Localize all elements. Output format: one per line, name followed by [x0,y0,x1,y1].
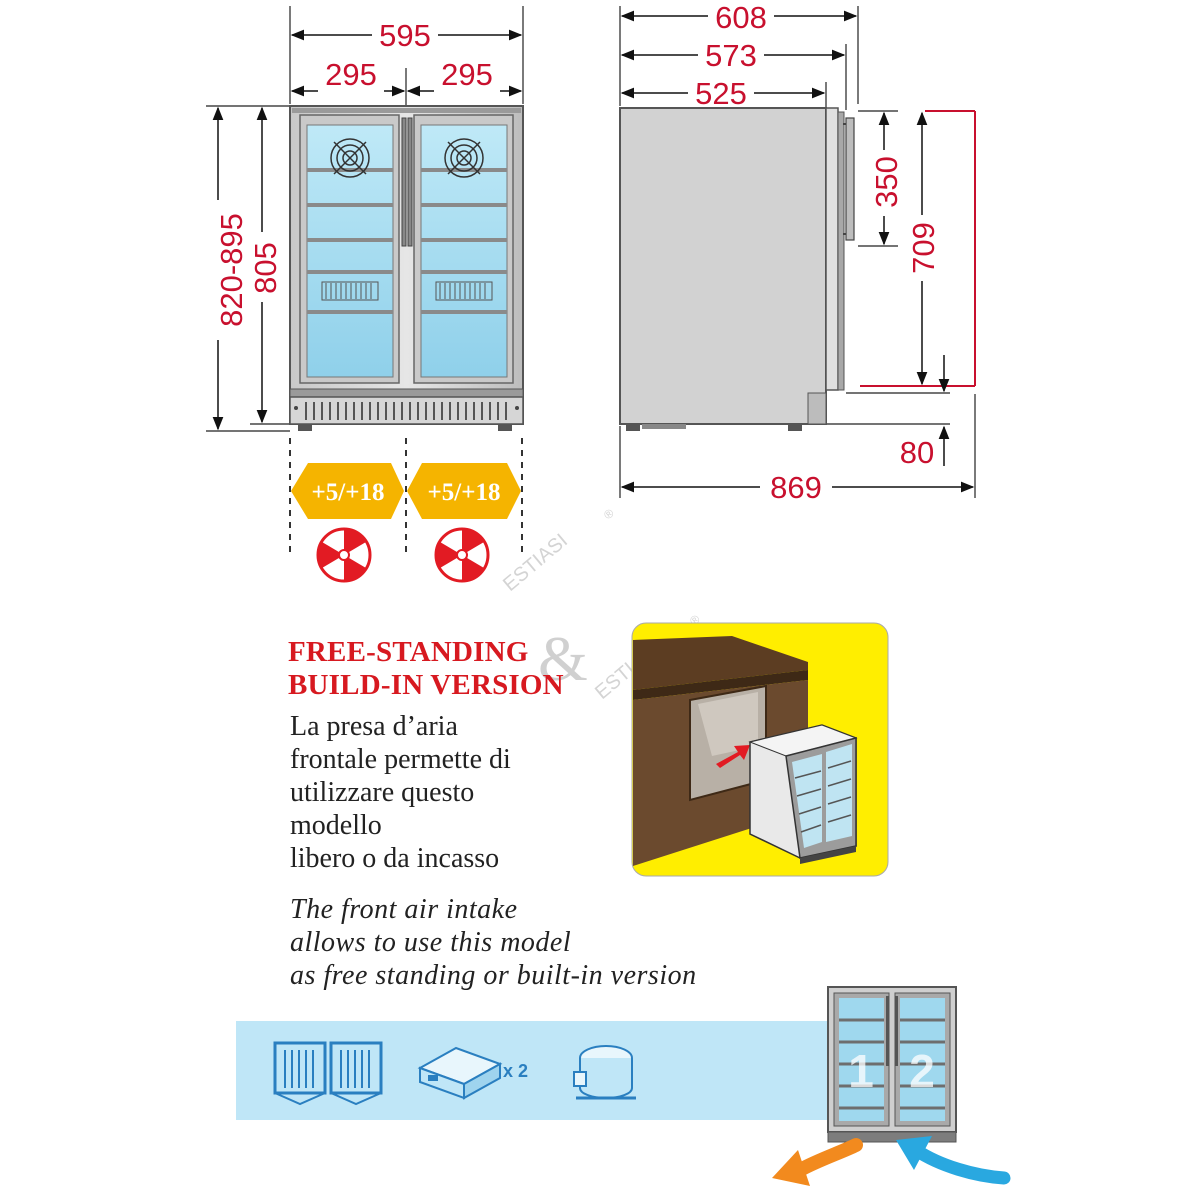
front-cabinet [289,105,524,431]
temperature-label: +5/+18 [428,479,501,506]
dual-zone-fridge: 1 2 [827,986,957,1143]
english-description: The front air intake allows to use this … [290,893,697,992]
compressor-icon [573,1045,636,1100]
dim-side-depth-mid: 573 [705,38,757,73]
side-door-handle [845,117,855,241]
dim-side-total-depth: 608 [715,0,767,35]
airflow-in-arrow [896,1136,1011,1185]
front-view: 595 295 295 820-895 805 [200,6,524,583]
zone-badge-1: 1 [848,1045,874,1097]
dim-front-height-range: 820-895 [214,213,249,327]
italian-line: libero o da incasso [290,843,500,874]
dim-front-total-width: 595 [379,18,431,53]
watermark-brand: ESTIASI [499,530,572,596]
headline-line-1: FREE-STANDING [288,636,529,668]
italian-line: modello [290,810,382,841]
airflow-out-arrow [772,1138,863,1186]
italian-line: frontale permette di [290,744,511,775]
ventilated-cooling-icon [316,527,372,583]
side-view: 608 573 525 350 709 80 869 [619,0,976,505]
dim-front-height: 805 [248,242,283,294]
right-door [413,114,514,384]
fan-icon [330,138,370,178]
dim-front-right-width: 295 [441,57,493,92]
english-line: as free standing or built-in version [290,960,697,991]
dim-side-depth-body: 525 [695,76,747,111]
fan-icon [444,138,484,178]
dim-door-height: 709 [906,222,941,274]
italian-description: La presa d’aria frontale permette di uti… [290,710,511,875]
temperature-label: +5/+18 [312,479,385,506]
left-door [299,114,400,384]
italian-line: La presa d’aria [290,711,458,742]
english-line: The front air intake [290,894,518,925]
dim-open-door-depth: 869 [770,470,822,505]
built-in-illustration [631,622,889,877]
door-handle [401,117,407,247]
temperature-zone-right: +5/+18 [407,463,521,519]
dim-front-left-width: 295 [325,57,377,92]
illustrated-fridge [748,724,858,864]
watermark-ampersand: & [538,623,588,694]
fan-module-icon [417,1046,503,1100]
door-handle [407,117,413,247]
italian-line: utilizzare questo [290,777,475,808]
watermark-registered: ® [601,506,617,523]
zone-badge-2: 2 [909,1045,935,1097]
feature-bar: x 2 [236,1021,836,1120]
double-glass-door-icon [273,1041,383,1106]
english-line: allows to use this model [290,927,572,958]
side-cabinet [619,107,855,431]
ventilated-cooling-icon [434,527,490,583]
headline-line-2: BUILD-IN VERSION [288,669,564,701]
installation-headline: FREE-STANDING BUILD-IN VERSION [288,636,564,702]
fan-count: x 2 [503,1061,528,1081]
dim-plinth-height: 80 [900,435,934,470]
dim-handle-height: 350 [869,156,904,208]
temperature-zone-left: +5/+18 [291,463,404,519]
